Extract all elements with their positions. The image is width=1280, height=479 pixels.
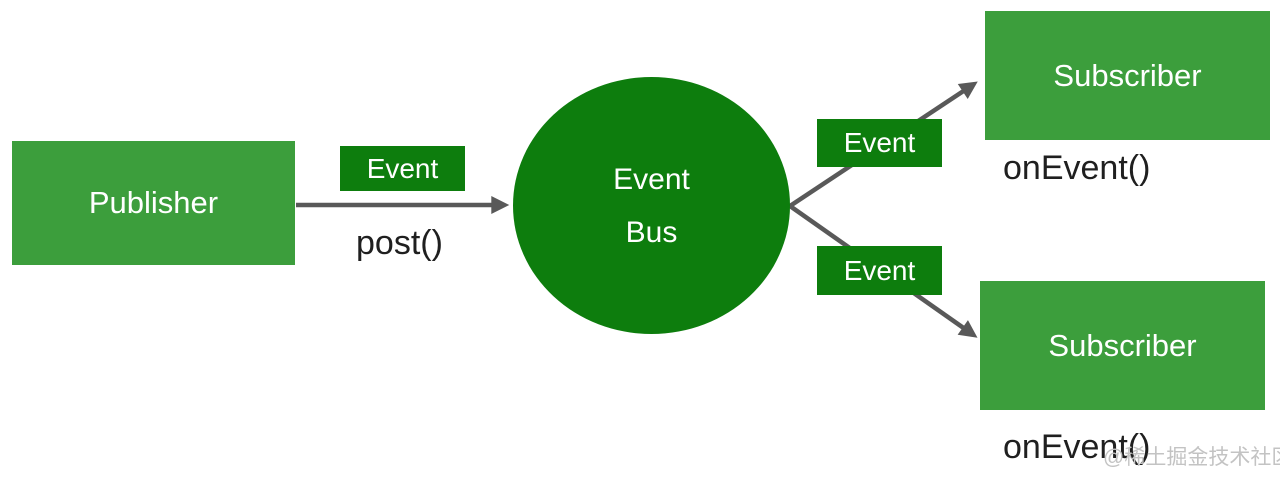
onevent-method-label-bottom: onEvent() [1003, 428, 1151, 466]
subscriber-box-top: Subscriber [985, 11, 1270, 140]
event-bus-label-line1: Event [613, 162, 690, 196]
event-tag-top-label: Event [843, 127, 916, 158]
post-method-label: post() [356, 224, 443, 262]
subscriber-box-bottom: Subscriber [980, 281, 1265, 410]
subscriber-top-label: Subscriber [1053, 57, 1202, 93]
event-tag-bottom: Event [817, 246, 942, 295]
event-bus-label-line2: Bus [625, 215, 678, 249]
event-tag-bottom-label: Event [843, 254, 916, 286]
event-bus-circle: Event Bus [513, 77, 790, 334]
publisher-box: Publisher [12, 141, 295, 265]
juejin-watermark: @稀土掘金技术社区 [1103, 446, 1280, 469]
subscriber-bottom-label: Subscriber [1048, 327, 1197, 363]
event-tag-left: Event [340, 146, 465, 191]
publisher-label: Publisher [88, 185, 219, 220]
onevent-method-label-top: onEvent() [1003, 149, 1151, 187]
event-tag-left-label: Event [366, 152, 439, 184]
event-tag-top: Event [817, 119, 942, 167]
